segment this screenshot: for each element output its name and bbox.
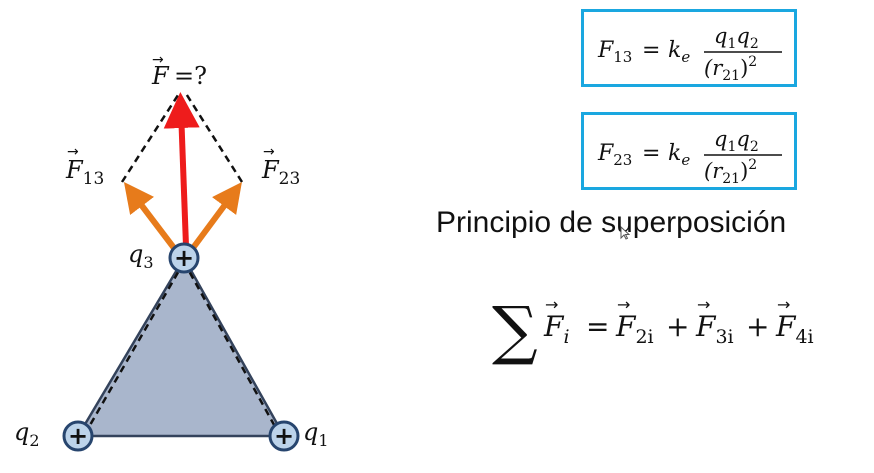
svg-text:F3i: F3i [695,310,734,348]
plus-sign: + [746,310,769,343]
svg-text:F13: F13 [65,156,104,189]
svg-text:=?: =? [174,62,207,90]
vector-arrow-icon: → [777,295,790,314]
plus-icon: + [274,422,294,450]
resultant-force-arrow [163,92,200,247]
svg-text:(r21)2: (r21)2 [704,54,757,84]
force-13-label: F13 → [65,144,104,189]
parallelogram-dashed-right [183,91,244,183]
plus-sign: + [666,310,689,343]
svg-text:F13: F13 [597,38,632,66]
svg-text:F23: F23 [597,141,632,169]
term-f-i: Fi → [543,295,570,348]
vector-arrow-icon: → [617,295,630,314]
vector-arrow-icon: → [152,52,164,68]
charge-q3: + [168,242,200,274]
charge-label-q1: q1 [303,418,329,450]
svg-text:F2i: F2i [615,310,654,348]
term-f-2i: F2i → [615,295,654,348]
superposition-title: Principio de superposición [436,206,787,239]
triangle-edge-dashed-left [84,261,186,433]
svg-text:ke: ke [668,38,690,66]
coulomb-formula-f13-box: F13 = ke q1q2 (r21)2 [581,9,797,87]
svg-text:F4i: F4i [775,310,814,348]
sum-symbol: ∑ [492,294,538,368]
charge-triangle-diagram: + + + q3 q2 q1 F → =? F13 → F23 → [14,52,329,452]
svg-text:(r21)2: (r21)2 [704,157,757,187]
equals-sign: = [586,310,609,343]
charge-label-q2: q2 [14,418,40,450]
charge-triangle [75,255,287,438]
cursor-icon [620,226,630,240]
svg-text:F: F [151,62,170,90]
force-23-label: F23 → [261,144,300,189]
term-f-4i: F4i → [775,295,814,348]
charge-label-q3: q3 [128,240,154,272]
svg-text:=: = [642,38,660,63]
parallelogram-dashed-left [120,91,182,183]
triangle-edge-dashed-right [182,261,280,433]
vector-arrow-icon: → [67,144,79,160]
force-13-arrow [123,182,180,254]
term-f-3i: F3i → [695,295,734,348]
plus-icon: + [174,244,194,272]
svg-text:Fi: Fi [543,310,570,348]
superposition-sum-formula: ∑ Fi → = F2i → + F3i → + F4i → [492,294,814,368]
svg-text:ke: ke [668,141,690,169]
vector-arrow-icon: → [545,295,558,314]
charge-q2: + [62,420,94,452]
vector-arrow-icon: → [697,295,710,314]
plus-icon: + [68,422,88,450]
resultant-force-label: F → =? [151,52,207,90]
svg-text:F23: F23 [261,156,300,189]
charge-q1: + [268,420,300,452]
svg-text:=: = [642,141,660,166]
svg-text:q1q2: q1q2 [714,24,759,52]
coulomb-formula-f23-box: F23 = ke q1q2 (r21)2 [581,112,797,190]
svg-text:q1q2: q1q2 [714,127,759,155]
force-23-arrow [187,181,242,254]
vector-arrow-icon: → [263,144,275,160]
